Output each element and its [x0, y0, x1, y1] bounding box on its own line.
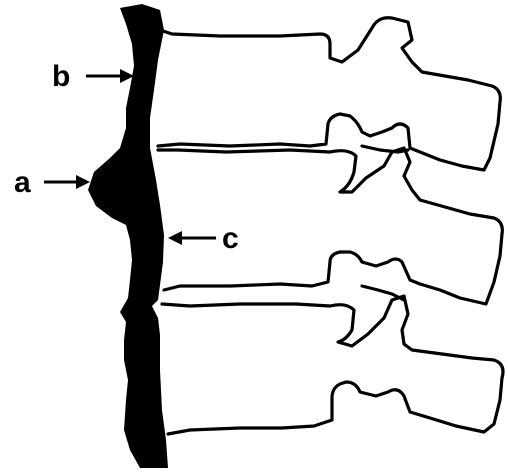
callout-c: c: [168, 222, 239, 255]
arrow-c-head: [168, 231, 182, 245]
vertebra-middle: [158, 148, 502, 304]
callout-a: a: [14, 166, 90, 199]
vertebra-upper: [158, 18, 500, 170]
vertebra-lower: [162, 296, 503, 434]
arrow-a-head: [76, 175, 90, 189]
label-a: a: [14, 166, 31, 199]
label-b: b: [52, 60, 70, 93]
label-c: c: [222, 222, 239, 255]
facet-joint-lower: [362, 286, 404, 300]
callout-b: b: [52, 60, 134, 93]
